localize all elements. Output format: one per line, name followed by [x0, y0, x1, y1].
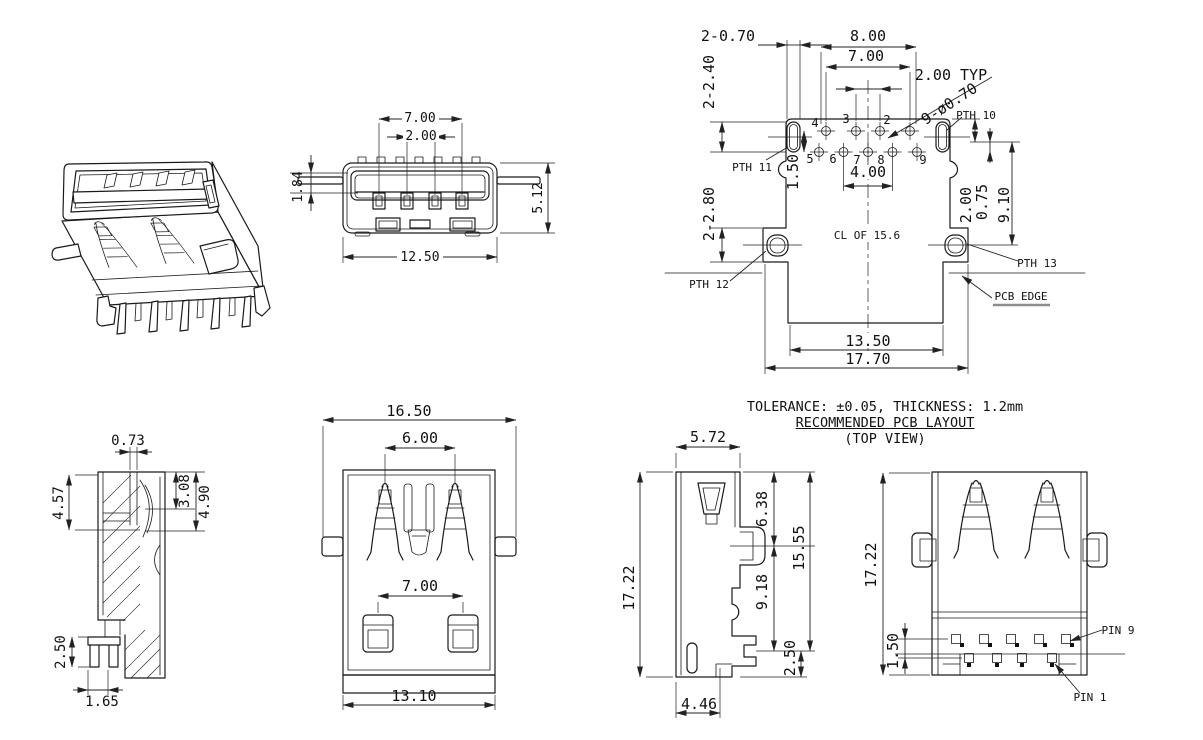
- pin-number-9: 9: [919, 153, 926, 167]
- pth10-label: PTH 10: [956, 109, 996, 122]
- dim-250: 2.50: [781, 640, 799, 676]
- pth13-label: PTH 13: [1017, 257, 1057, 270]
- pin9-label: PIN 9: [1101, 624, 1134, 637]
- dim-lip: 1.84: [291, 171, 306, 202]
- dim-457: 4.57: [51, 486, 67, 520]
- dim-075: 0.75: [973, 184, 991, 220]
- dim-height: 17.22: [862, 542, 880, 587]
- side-view-drawing: 5.72 17.22 6.38 9.18 15.55 2.50 4.46: [620, 428, 815, 718]
- dim-spring-span: 6.00: [402, 429, 438, 447]
- front-view-drawing: 7.00 2.00 1.84 5.12 12.50: [290, 110, 555, 265]
- top-view: 16.50 6.00 7.00 13.10: [305, 390, 535, 720]
- dim-pitch: 2.00 TYP: [915, 66, 987, 84]
- side-view: 5.72 17.22 6.38 9.18 15.55 2.50 4.46: [615, 420, 845, 725]
- dim-1555: 15.55: [790, 525, 808, 570]
- top-view-drawing: 16.50 6.00 7.00 13.10: [321, 402, 517, 710]
- tolerance-note: TOLERANCE: ±0.05, THICKNESS: 1.2mm: [746, 399, 1024, 415]
- dim-body-width: 13.10: [391, 687, 436, 705]
- dim-308: 3.08: [177, 474, 193, 508]
- pcb-drill-drawing: 2-0.70 8.00 7.00 2.00 TYP 9-ø0.70 2-2.40…: [664, 27, 1086, 374]
- pcb-layout-subtitle: (TOP VIEW): [844, 431, 926, 447]
- dim-2mm: 2.00: [957, 187, 975, 223]
- dim-base-width: 4.46: [681, 695, 717, 713]
- dim-mid-span: 4.00: [850, 163, 886, 181]
- dim-073: 0.73: [111, 433, 145, 449]
- pcb-layout-title: RECOMMENDED PCB LAYOUT: [795, 415, 975, 431]
- pcb-layout-top-drawing: 17.22 1.50 PIN 9 PIN 1: [862, 471, 1135, 704]
- dim-total-width: 16.50: [386, 402, 431, 420]
- isometric-drawing: [51, 161, 271, 335]
- dim-total-width: 17.70: [845, 350, 890, 368]
- dim-pin-pitch: 2.00: [405, 129, 436, 144]
- front-view: 7.00 2.00 1.84 5.12 12.50: [280, 95, 590, 280]
- dim-slot-length: 2-2.40: [700, 55, 718, 109]
- pth12-label: PTH 12: [689, 278, 729, 291]
- pin-number-3: 3: [842, 112, 849, 126]
- dim-pin-span: 7.00: [404, 111, 435, 126]
- pin-number-2: 2: [883, 113, 890, 127]
- side-section-drawing: 0.73 4.57 3.08 4.90 2.50 1.65: [51, 433, 213, 710]
- drawing-notes: TOLERANCE: ±0.05, THICKNESS: 1.2mm RECOM…: [718, 399, 1052, 447]
- pin-number-5: 5: [806, 152, 813, 166]
- pin-number-8: 8: [877, 153, 884, 167]
- centerline-note: CL OF 15.6: [834, 229, 900, 242]
- pin-number-6: 6: [829, 152, 836, 166]
- dim-body-width: 13.50: [845, 332, 890, 350]
- dim-row-inner: 7.00: [848, 47, 884, 65]
- dim-height: 17.22: [620, 565, 638, 610]
- pin-number-7: 7: [853, 153, 860, 167]
- pcb-edge-label: PCB EDGE: [995, 290, 1048, 303]
- dim-top-width: 5.72: [690, 428, 726, 446]
- pcb-drill-layout-view: 2-0.70 8.00 7.00 2.00 TYP 9-ø0.70 2-2.40…: [640, 20, 1100, 380]
- pin-number-4: 4: [811, 116, 818, 130]
- dim-row-offset: 1.50: [884, 633, 902, 669]
- dim-638: 6.38: [753, 491, 771, 527]
- dim-910: 9.10: [995, 187, 1013, 223]
- dim-row-offset: 1.50: [784, 154, 802, 190]
- pcb-layout-top-view: 17.22 1.50 PIN 9 PIN 1: [850, 455, 1150, 740]
- isometric-view: [40, 130, 300, 360]
- dim-165: 1.65: [85, 694, 119, 710]
- dim-918: 9.18: [753, 574, 771, 610]
- dim-slot-width: 2-0.70: [701, 27, 755, 45]
- pin1-label: PIN 1: [1073, 691, 1106, 704]
- dim-width: 12.50: [400, 250, 439, 265]
- dim-notch-length: 2-2.80: [700, 187, 718, 241]
- pth11-label: PTH 11: [732, 161, 772, 174]
- dim-row-span: 8.00: [850, 27, 886, 45]
- dim-490: 4.90: [197, 485, 213, 519]
- side-section-view: 0.73 4.57 3.08 4.90 2.50 1.65: [45, 425, 260, 725]
- dim-height: 5.12: [531, 182, 546, 213]
- dim-250: 2.50: [53, 635, 69, 669]
- dim-pad-span: 7.00: [402, 577, 438, 595]
